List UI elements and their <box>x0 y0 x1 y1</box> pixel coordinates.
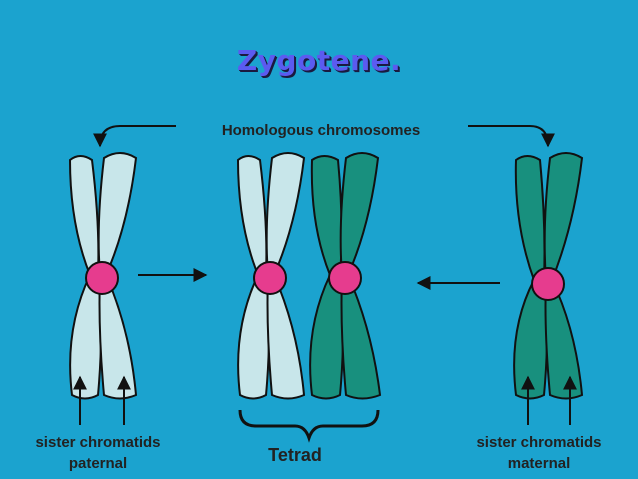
paternal-chromosome-left <box>70 153 136 399</box>
tetrad-brace <box>240 410 378 438</box>
centromere <box>532 268 564 300</box>
centromere <box>329 262 361 294</box>
homologous-bracket <box>468 126 548 146</box>
centromere <box>254 262 286 294</box>
centromere <box>86 262 118 294</box>
tetrad-paternal-chromosome <box>238 153 304 399</box>
homologous-bracket <box>100 126 176 146</box>
maternal-chromosome-right <box>514 153 582 399</box>
tetrad-maternal-chromosome <box>310 153 380 399</box>
